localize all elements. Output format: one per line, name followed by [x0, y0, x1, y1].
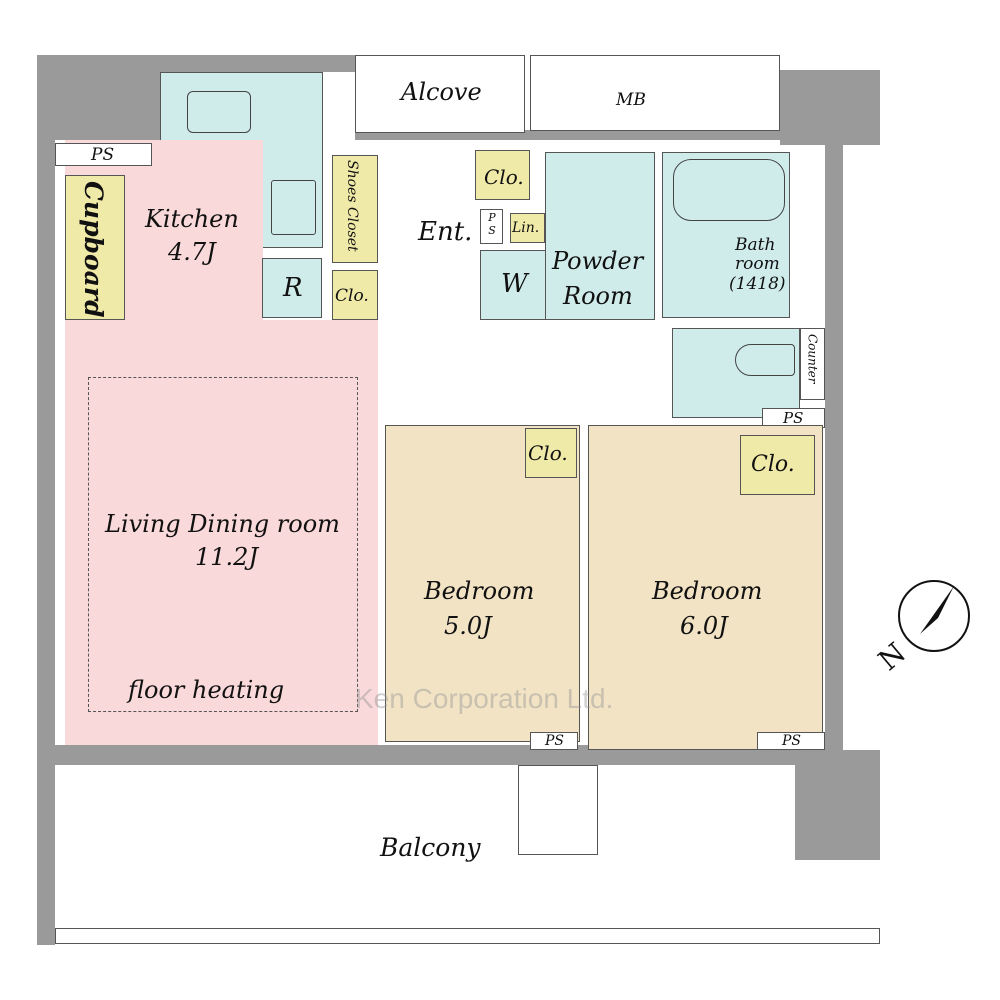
alcove: Alcove	[355, 55, 525, 133]
refrigerator-space: R	[262, 258, 322, 318]
watermark: Ken Corporation Ltd.	[355, 683, 614, 714]
mb-label: MB	[616, 90, 646, 110]
ps: PS	[530, 732, 578, 750]
bathroom: Bath room (1418)	[662, 152, 790, 318]
closet-bedroom-1: Clo.	[525, 428, 577, 478]
bath-label: Bath	[735, 235, 776, 255]
wall	[355, 130, 825, 140]
mb: MB	[530, 55, 780, 131]
refrigerator-label: R	[283, 273, 303, 303]
ps-label: P S	[488, 211, 496, 238]
counter-label: Counter	[805, 334, 820, 384]
closet-entrance: Clo.	[332, 270, 378, 320]
wall	[795, 750, 880, 860]
living-label: Living Dining room	[105, 510, 340, 538]
counter: Counter	[800, 328, 825, 400]
washer-label: W	[501, 269, 528, 299]
ps-label: PS	[783, 409, 804, 427]
shoes-closet-label: Shoes Closet	[343, 160, 360, 252]
bedroom-1-label: Bedroom	[424, 577, 535, 605]
compass-icon	[898, 580, 970, 652]
ps-label: PS	[545, 733, 565, 749]
balcony	[55, 765, 795, 930]
living-dining-room	[65, 320, 378, 745]
wall	[37, 55, 55, 945]
bathtub-icon	[673, 159, 785, 221]
toilet-icon	[735, 344, 795, 376]
toilet-room	[672, 328, 800, 418]
bedroom-2-label: Bedroom	[652, 577, 763, 605]
bath-size: (1418)	[729, 274, 786, 294]
wall	[37, 55, 160, 140]
bath-label: room	[735, 254, 780, 274]
ps-label: PS	[782, 733, 802, 749]
stove-icon	[271, 180, 316, 235]
ps: PS	[757, 732, 825, 750]
cupboard: Cupboard	[65, 175, 125, 320]
washer-space: W	[480, 250, 546, 320]
floor-heating-label: floor heating	[128, 676, 285, 704]
floor-heating-area	[88, 377, 358, 712]
closet-label: Clo.	[335, 286, 369, 306]
wall	[55, 745, 825, 765]
closet-label: Clo.	[484, 165, 524, 189]
kitchen-label: Kitchen	[145, 205, 239, 233]
ps-pipe-space: P S	[480, 209, 503, 244]
ps: PS	[55, 143, 152, 166]
shoes-closet: Shoes Closet	[332, 155, 378, 263]
balcony-rail	[55, 928, 880, 944]
powder-room	[545, 152, 655, 320]
bedroom-1-size: 5.0J	[444, 612, 492, 640]
balcony-hatch	[518, 765, 598, 855]
linen-closet: Lin.	[510, 213, 545, 243]
linen-label: Lin.	[512, 220, 540, 236]
closet-label: Clo.	[528, 441, 568, 465]
cupboard-label: Cupboard	[79, 181, 108, 318]
closet-label: Clo.	[751, 452, 795, 477]
ps-label: PS	[91, 145, 115, 165]
living-size: 11.2J	[195, 543, 259, 571]
powder-room-label: Room	[563, 282, 633, 310]
kitchen-size: 4.7J	[168, 238, 216, 266]
powder-room-label: Powder	[552, 247, 644, 275]
bedroom-2-size: 6.0J	[680, 612, 728, 640]
closet-bedroom-2: Clo.	[740, 435, 815, 495]
wall	[825, 145, 843, 755]
sink-icon	[187, 91, 251, 133]
balcony-label: Balcony	[380, 833, 481, 862]
closet-hall: Clo.	[475, 150, 530, 200]
entrance-label: Ent.	[418, 217, 473, 247]
alcove-label: Alcove	[401, 78, 482, 106]
